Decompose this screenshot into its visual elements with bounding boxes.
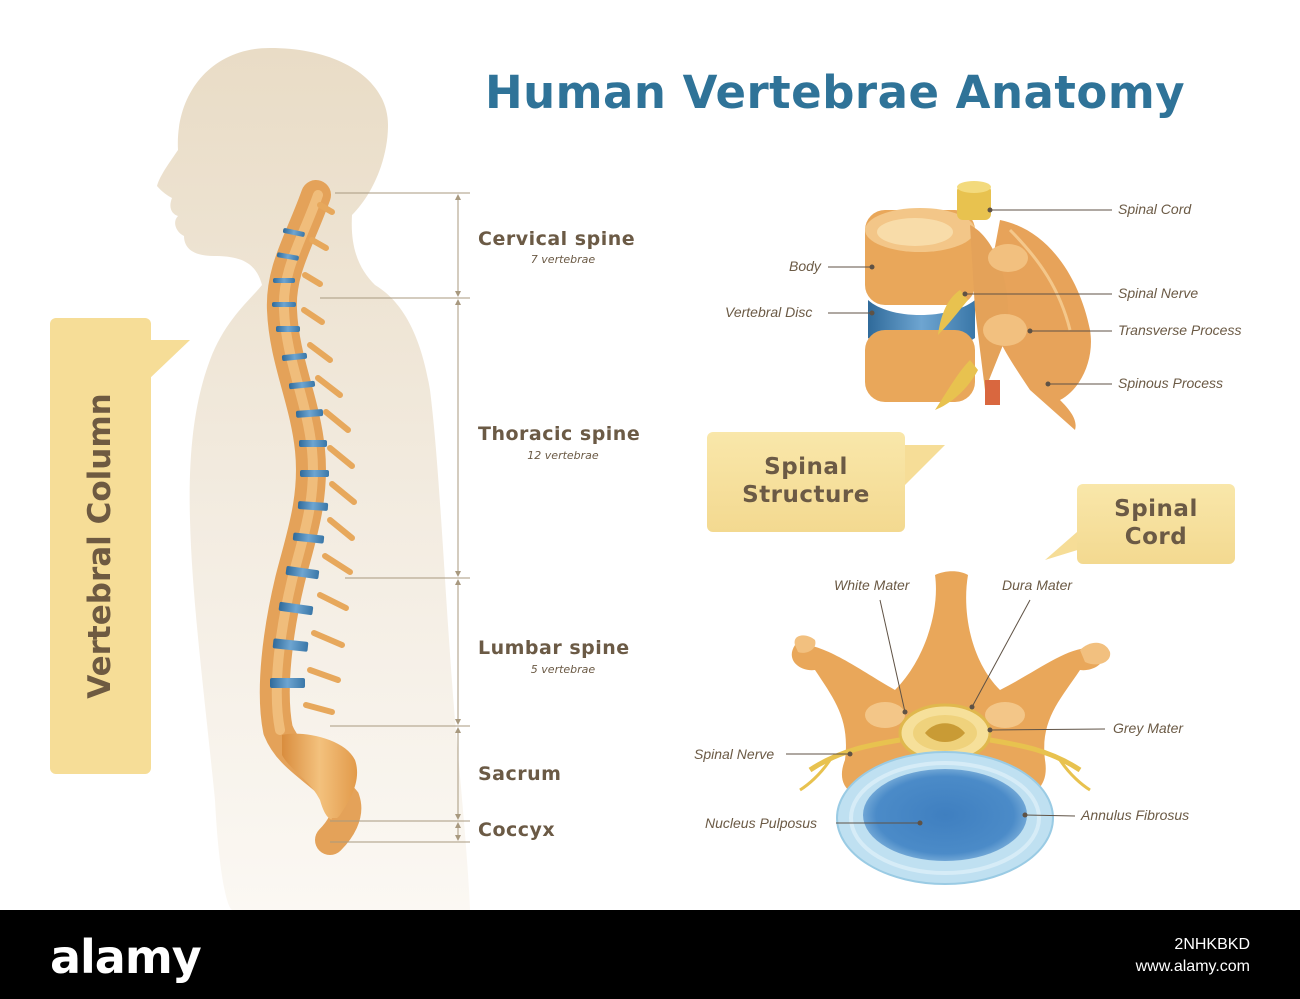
- label-annulus-fibrosus: Annulus Fibrosus: [1081, 807, 1190, 823]
- segment-thoracic-count: 12 vertebrae: [527, 449, 599, 462]
- segment-cervical-name: Cervical spine: [478, 228, 636, 250]
- spinal-structure-bubble-line2: Structure: [742, 482, 870, 508]
- segment-lumbar-name: Lumbar spine: [478, 637, 630, 659]
- vertebral-column-label: Vertebral Column: [82, 393, 118, 699]
- body-silhouette-illustration: [148, 48, 1112, 910]
- spinal-structure-bubble-line1: Spinal: [764, 454, 848, 480]
- label-spinous-process: Spinous Process: [1118, 375, 1224, 391]
- vertebral-column-bubble: [50, 318, 151, 774]
- spinal-cord-bubble-line2: Cord: [1124, 524, 1188, 550]
- segment-coccyx-name: Coccyx: [478, 819, 556, 841]
- label-spinal-nerve-cord: Spinal Nerve: [694, 746, 775, 762]
- site-url: www.alamy.com: [1135, 958, 1250, 975]
- spinal-structure-bubble: Spinal Structure: [707, 432, 905, 532]
- segment-thoracic-name: Thoracic spine: [478, 423, 641, 445]
- page-title: Human Vertebrae Anatomy: [484, 66, 1186, 119]
- spinal-structure-illustration: [865, 181, 1091, 430]
- segment-sacrum-name: Sacrum: [478, 763, 562, 785]
- label-transverse-process: Transverse Process: [1118, 322, 1242, 338]
- label-spinal-nerve-structure: Spinal Nerve: [1118, 285, 1199, 301]
- stock-footer-bar: alamy 2NHKBKD www.alamy.com: [0, 910, 1300, 999]
- segment-lumbar-count: 5 vertebrae: [530, 663, 596, 676]
- segment-cervical-count: 7 vertebrae: [530, 253, 596, 266]
- label-spinal-cord: Spinal Cord: [1118, 201, 1192, 217]
- label-white-mater: White Mater: [834, 577, 910, 593]
- label-grey-mater: Grey Mater: [1113, 720, 1184, 736]
- label-vertebral-disc: Vertebral Disc: [725, 304, 813, 320]
- label-dura-mater: Dura Mater: [1002, 577, 1073, 593]
- spinal-cord-bubble: Spinal Cord: [1077, 484, 1235, 564]
- label-nucleus-pulposus: Nucleus Pulposus: [705, 815, 818, 831]
- label-body: Body: [789, 258, 821, 274]
- infographic: Human Vertebrae Anatomy Vertebral Column…: [50, 48, 1242, 910]
- spine-illustration: [259, 180, 362, 855]
- image-id: 2NHKBKD: [1174, 936, 1250, 953]
- spinal-cord-cross-section-illustration: [791, 571, 1111, 885]
- spinal-cord-bubble-line1: Spinal: [1114, 496, 1198, 522]
- alamy-logo: alamy: [50, 930, 202, 984]
- image-id-block: 2NHKBKD www.alamy.com: [1136, 934, 1250, 978]
